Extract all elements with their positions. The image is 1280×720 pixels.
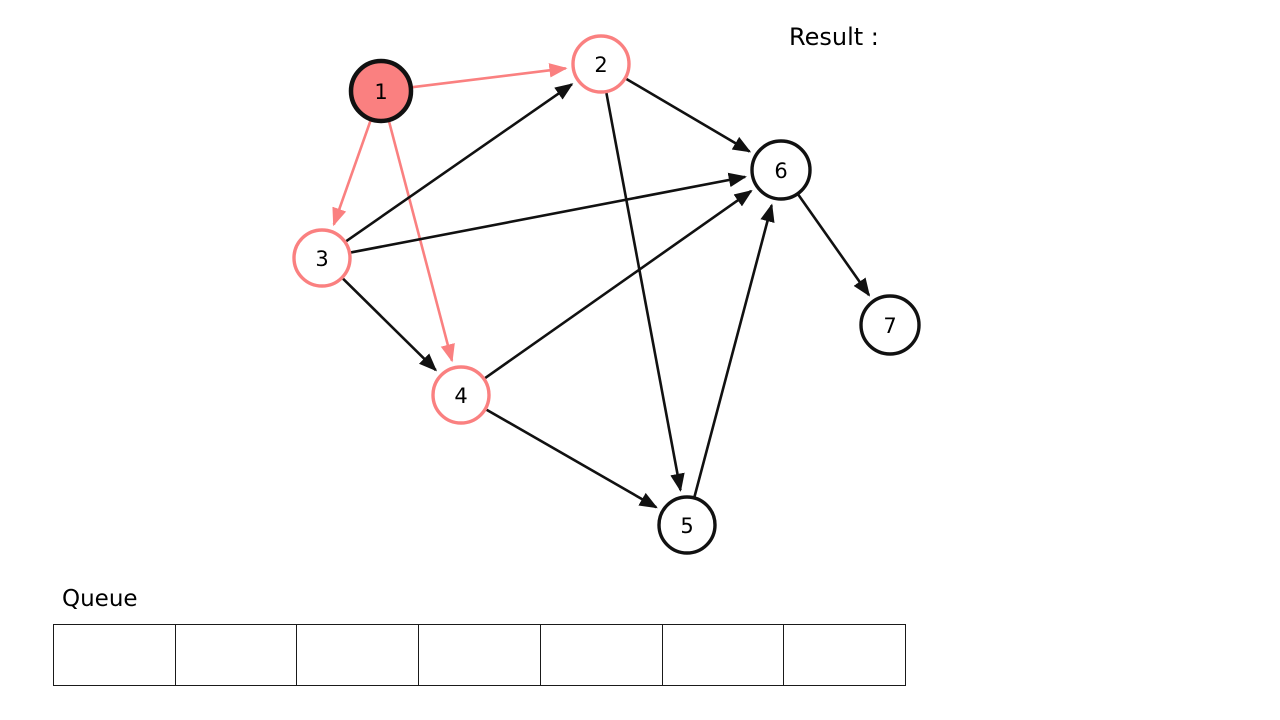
graph-node-1[interactable]: 1 [348,58,414,124]
graph-node-circle-4[interactable] [431,365,491,425]
queue-cell[interactable] [661,624,784,686]
queue-cell[interactable] [539,624,662,686]
queue-cell[interactable] [783,624,907,686]
graph-edge-5-to-6 [693,203,775,497]
graph-node-5[interactable]: 5 [657,495,717,555]
queue-container [53,624,907,686]
graph-edge-1-to-4 [387,121,455,363]
graph-edge-6-to-7 [797,194,871,297]
graph-node-4[interactable]: 4 [431,365,491,425]
graph-edge-1-to-3 [332,120,372,227]
queue-cell[interactable] [174,624,297,686]
graph-edge-3-to-6 [350,172,747,254]
graph-edge-layer [332,63,871,509]
graph-node-circle-5[interactable] [657,495,717,555]
graph-node-circle-2[interactable] [571,34,631,94]
graph-edge-3-to-4 [342,277,438,372]
queue-cell[interactable] [296,624,419,686]
queue-label: Queue [62,586,138,612]
graph-node-circle-6[interactable] [750,139,812,201]
graph-edge-1-to-2 [412,63,568,89]
result-label: Result : [789,23,879,51]
graph-edge-4-to-5 [485,408,658,509]
graph-node-2[interactable]: 2 [571,34,631,94]
queue-cell[interactable] [53,624,175,686]
graph-edge-3-to-2 [345,83,574,243]
graph-node-circle-7[interactable] [859,294,921,356]
graph-edge-2-to-5 [605,92,685,492]
graph-edge-2-to-6 [625,77,752,153]
graph-edge-4-to-6 [484,189,753,380]
queue-cell[interactable] [418,624,540,686]
graph-node-circle-3[interactable] [292,228,352,288]
graph-node-7[interactable]: 7 [859,294,921,356]
graph-node-3[interactable]: 3 [292,228,352,288]
graph-node-circle-1[interactable] [348,58,414,124]
graph-node-layer: 1 2 3 4 5 6 7 [292,34,921,555]
graph-node-6[interactable]: 6 [750,139,812,201]
